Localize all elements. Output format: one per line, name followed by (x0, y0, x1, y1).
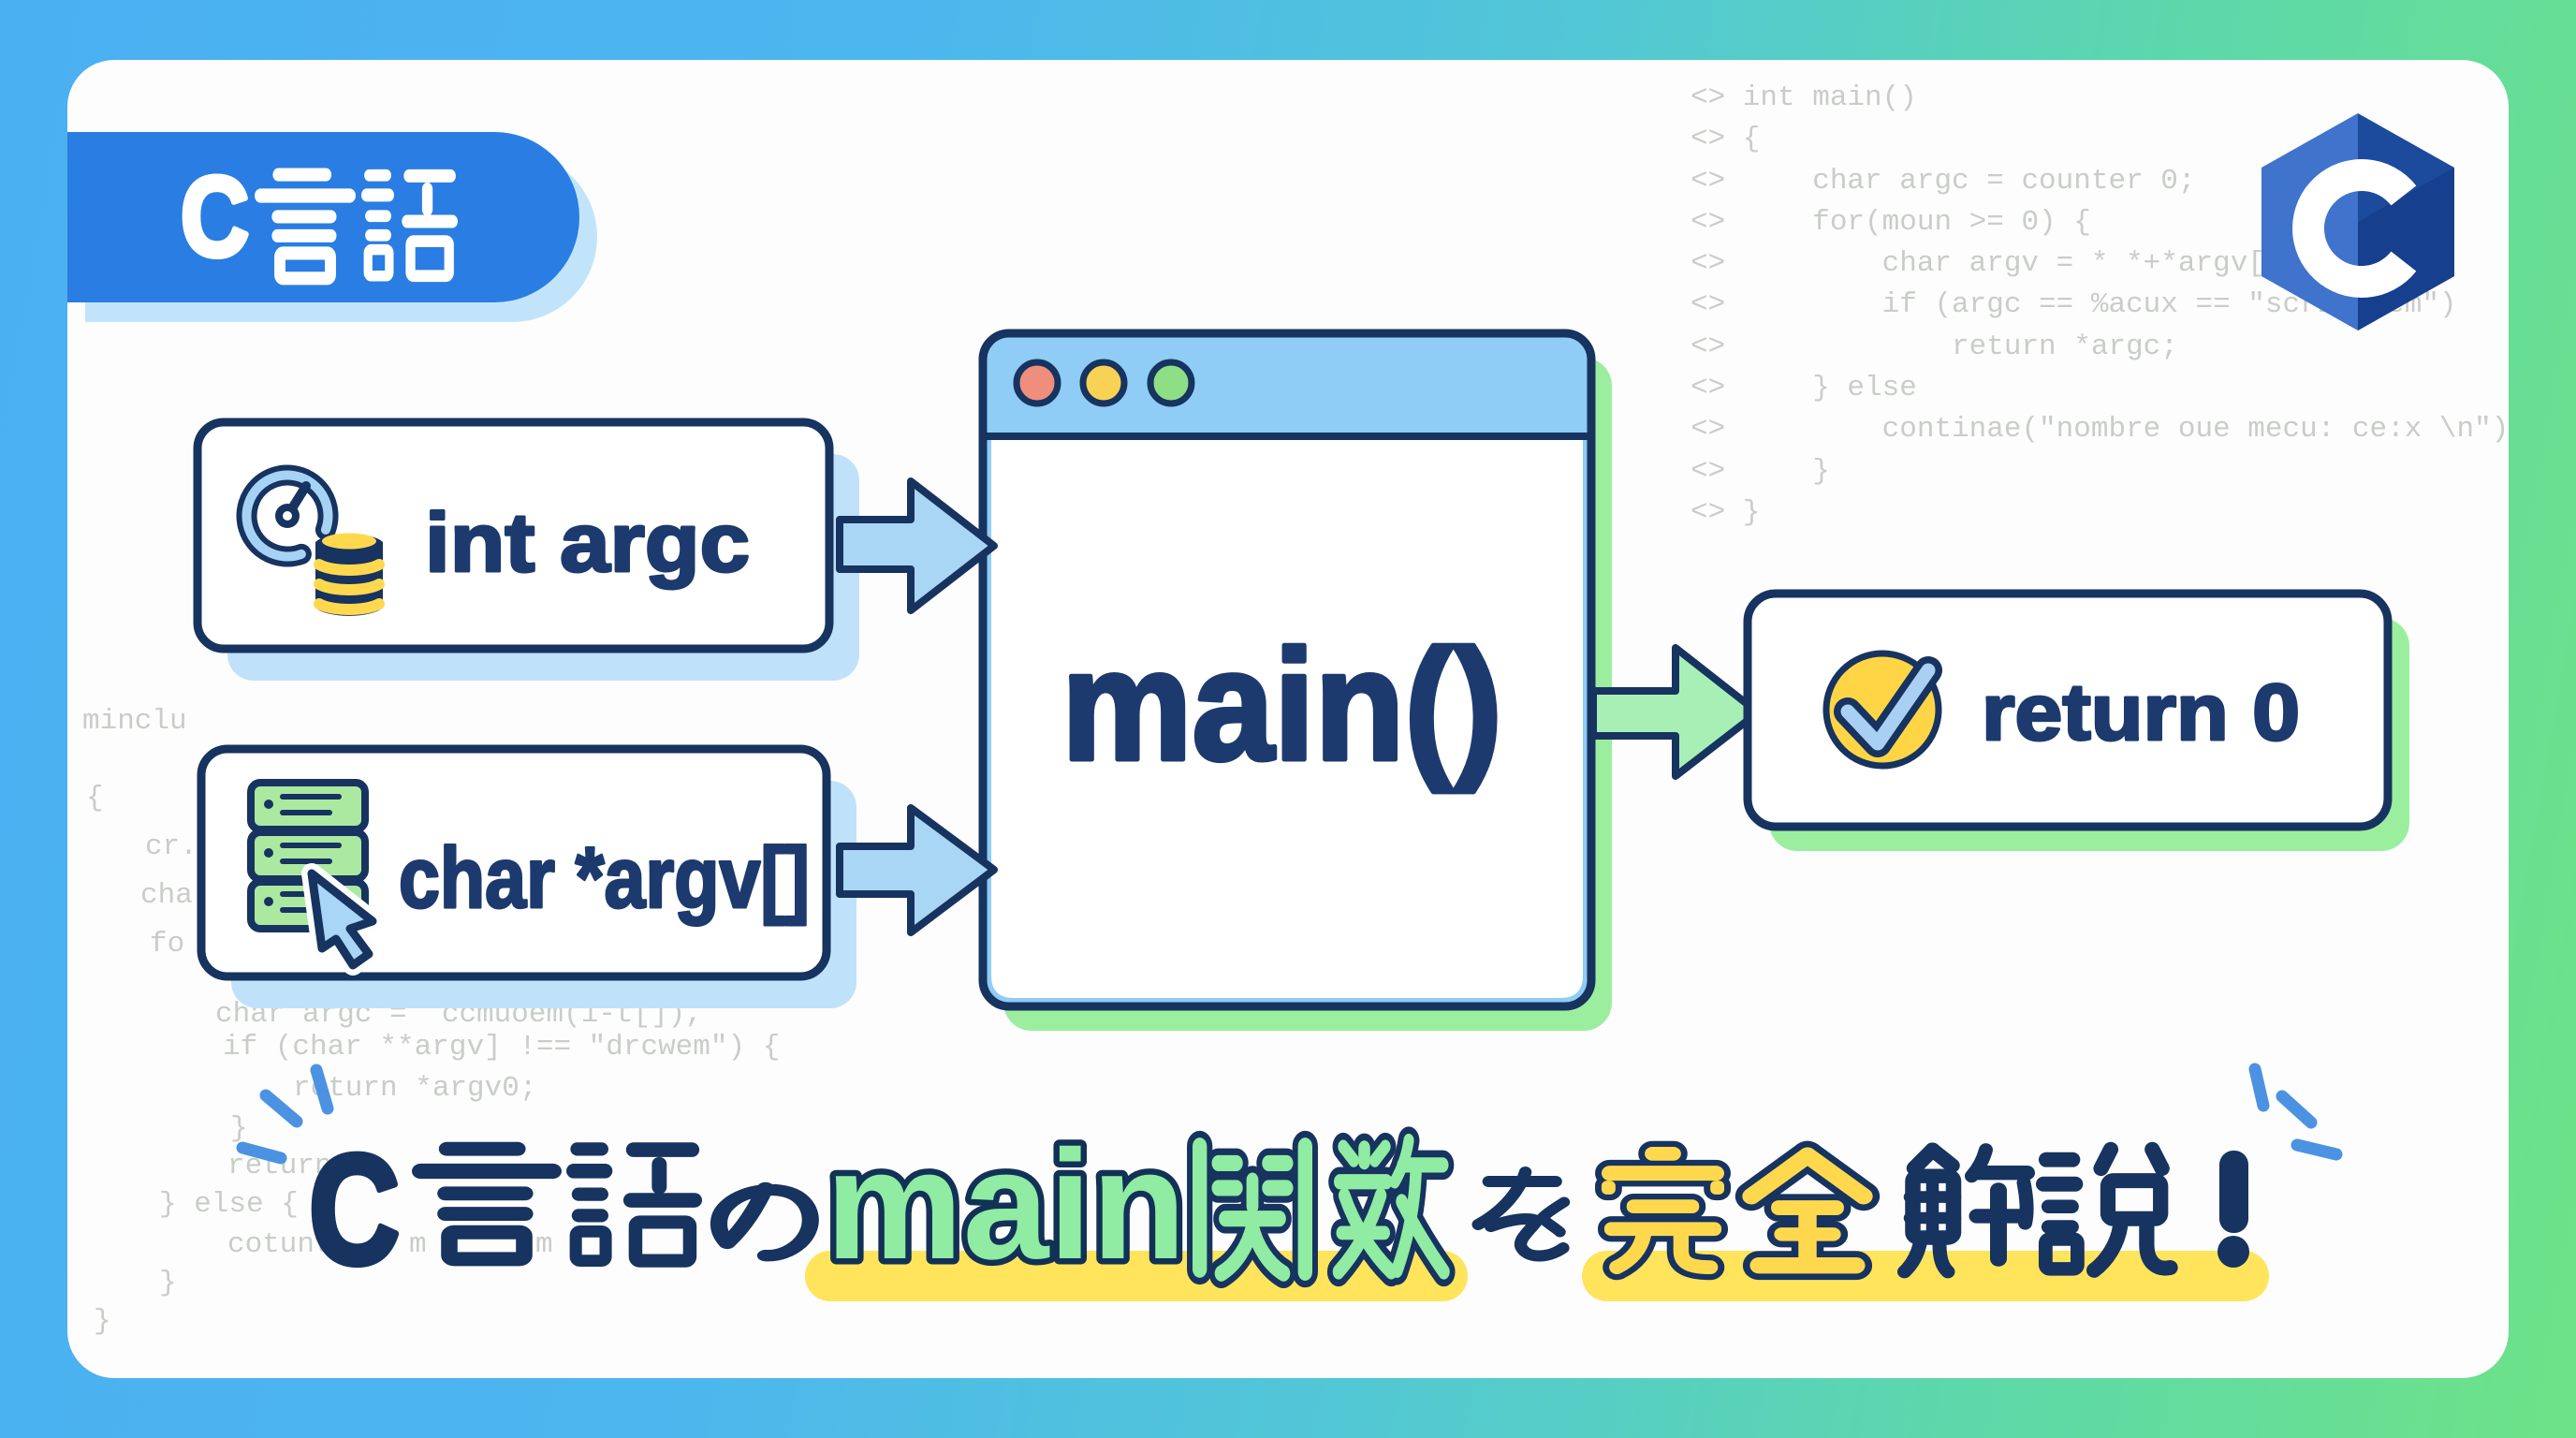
svg-text:int argc: int argc (425, 495, 750, 589)
svg-text:C: C (181, 153, 249, 280)
svg-text:return 0: return 0 (1982, 668, 2300, 757)
svg-text:char *argv[]: char *argv[] (399, 830, 810, 926)
svg-text:main(): main() (1061, 617, 1502, 793)
svg-text:C: C (309, 1123, 400, 1297)
svg-text:main: main (826, 1119, 1186, 1292)
